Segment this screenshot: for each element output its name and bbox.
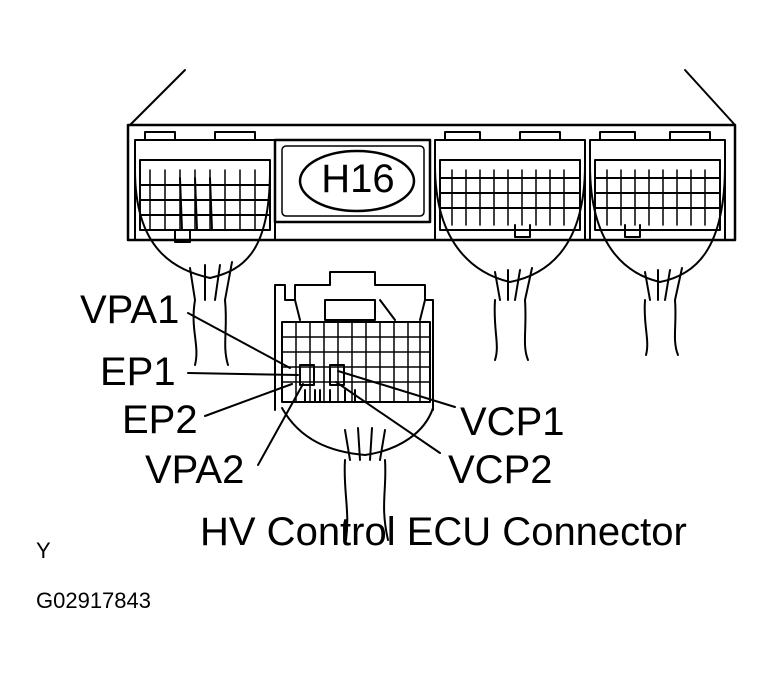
h16-plate — [273, 138, 432, 224]
connector-bank-center — [434, 131, 586, 361]
figure-code: G02917843 — [36, 588, 151, 613]
connector-bank-left — [134, 131, 276, 301]
pin-label-ep2: EP2 — [122, 398, 198, 442]
pin-label-ep1: EP1 — [100, 350, 176, 394]
ecu-housing — [126, 69, 737, 242]
pin-label-vcp2: VCP2 — [448, 448, 553, 492]
detached-connector — [274, 271, 434, 541]
pin-label-vpa2: VPA2 — [145, 448, 245, 492]
diagram-caption: HV Control ECU Connector — [200, 510, 687, 554]
pin-label-vcp1: VCP1 — [460, 400, 565, 444]
connector-bank-right — [589, 131, 726, 356]
view-marker: Y — [36, 538, 51, 563]
connector-id-label: H16 — [321, 157, 395, 201]
leader-lines — [187, 312, 456, 466]
pin-label-vpa1: VPA1 — [80, 288, 180, 332]
wire-harness-left — [192, 299, 229, 366]
